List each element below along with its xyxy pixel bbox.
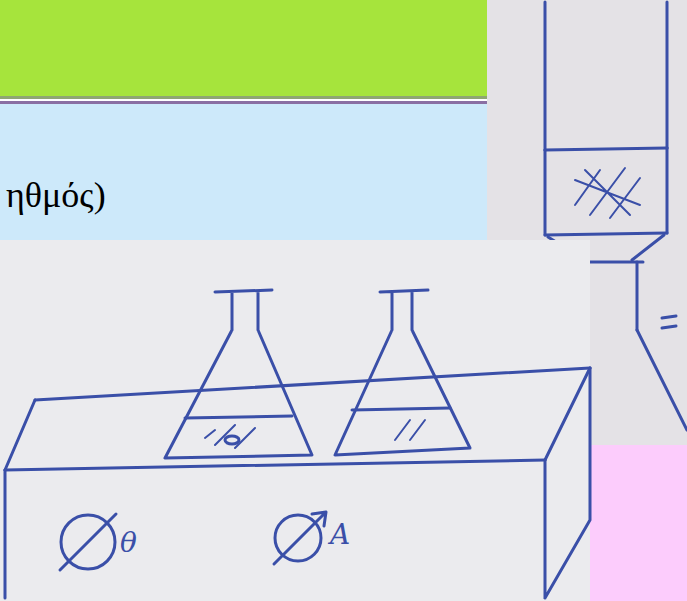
temperature-dial: [61, 515, 115, 569]
photo-paper: [0, 240, 590, 601]
stir-bar: [225, 436, 239, 444]
dial-label: θ: [120, 528, 137, 559]
slide-text: ηθμός): [6, 176, 106, 216]
plate-side: [5, 368, 590, 598]
funnel-wall: [666, 2, 669, 148]
plate-front-edge: [5, 460, 545, 470]
hotplate-drawing: [5, 290, 590, 598]
filter-top: [545, 148, 667, 150]
filter-hatch: [575, 168, 640, 218]
dial-label: A: [330, 520, 350, 551]
funnel-wall: [544, 2, 547, 150]
plate-back-edge: [35, 368, 590, 400]
plate-right-edge: [545, 368, 590, 460]
liquid-level: [185, 416, 292, 418]
plate-left-edge: [5, 400, 35, 470]
liquid-hatch: [205, 425, 255, 448]
erlenmeyer-flask: [165, 290, 312, 458]
liquid-level: [352, 408, 450, 410]
filter-bottom: [545, 233, 667, 235]
side-arm: [662, 316, 676, 328]
liquid-hatch: [395, 420, 425, 440]
funnel-wall: [545, 148, 667, 235]
dial-slash: [60, 514, 116, 570]
dial-arrow: [274, 512, 326, 564]
erlenmeyer-flask: [335, 290, 470, 455]
